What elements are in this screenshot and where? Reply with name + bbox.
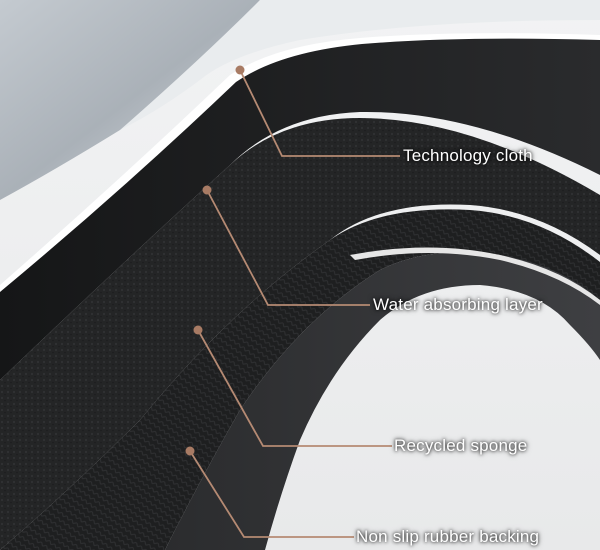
rubber-backing-layer (165, 252, 600, 550)
leader-line-recycled-sponge (197, 329, 392, 447)
label-water-absorbing-layer: Water absorbing layer (373, 295, 543, 314)
dot-rubber-backing (185, 446, 195, 456)
dot-water-absorbing (202, 185, 212, 195)
water-absorbing-layer (0, 118, 600, 550)
leader-lines (189, 69, 400, 538)
dot-recycled-sponge (193, 325, 203, 335)
dot-technology-cloth (235, 65, 245, 75)
callout-dots (185, 65, 245, 456)
leader-line-rubber-backing (189, 450, 354, 538)
leader-line-water-absorbing (206, 189, 370, 306)
technology-cloth-layer (0, 38, 600, 381)
rubber-backing-edge (350, 247, 600, 305)
label-technology-cloth: Technology cloth (403, 146, 533, 165)
label-recycled-sponge: Recycled sponge (394, 436, 528, 455)
top-highlight (120, 0, 600, 130)
technology-cloth-surface (0, 0, 260, 200)
leader-line-technology-cloth (239, 69, 400, 157)
label-non-slip-rubber-backing: Non slip rubber backing (356, 527, 540, 546)
recycled-sponge-layer (0, 209, 600, 550)
